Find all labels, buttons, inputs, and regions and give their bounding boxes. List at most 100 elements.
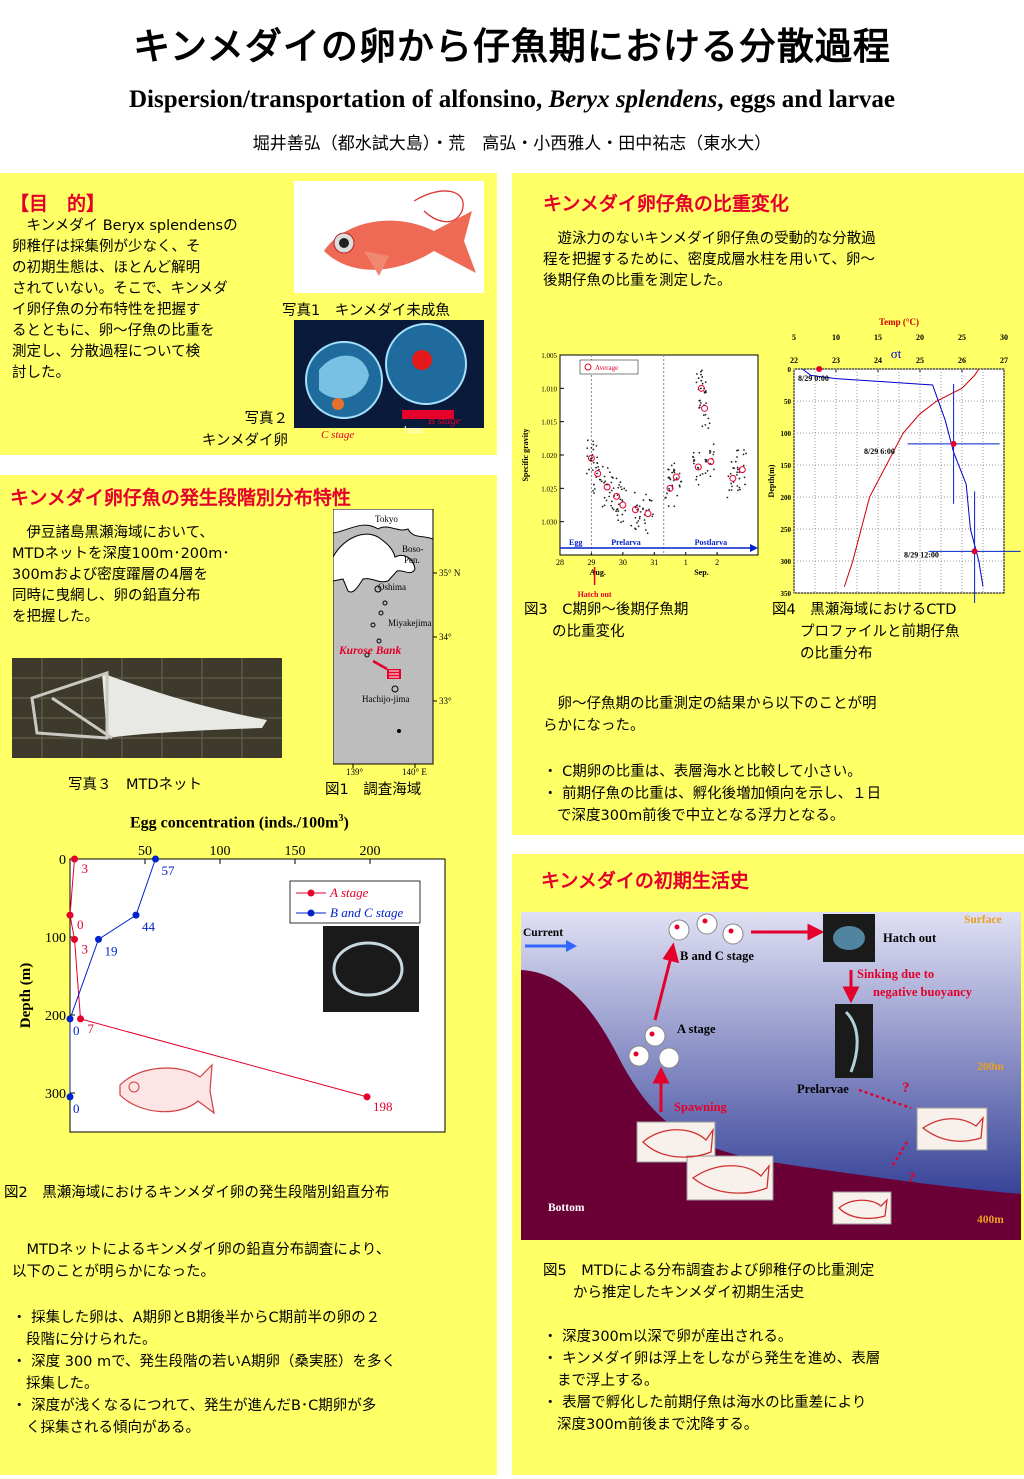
sample-dot xyxy=(695,478,698,481)
distribution-finding: ・ 深度が浅くなるにつれて、発生が進んだB･C期卵が多く採集される傾向がある。 xyxy=(12,1395,482,1439)
authors: 堀井善弘（都水試大島）・荒 高弘・小西雅人・田中祐志（東水大） xyxy=(252,134,772,154)
temp-tick-label: 20 xyxy=(916,333,924,342)
sample-dot xyxy=(634,516,637,519)
purpose-text: キンメダイ Beryx splendensの 卵稚仔は採集例が少なく、そ の初期… xyxy=(12,216,274,384)
gravity-panel: キンメダイ卵仔魚の比重変化 遊泳力のないキンメダイ卵仔魚の受動的な分散過 程を把… xyxy=(512,173,1024,835)
purpose-line: 討した。 xyxy=(12,365,70,381)
b-stage-label: B stage xyxy=(428,415,461,427)
sample-dot xyxy=(621,499,624,501)
sample-dot xyxy=(636,508,639,511)
sample-dot xyxy=(623,487,626,490)
sample-dot xyxy=(730,489,733,491)
time-annotation: 8/29 12:00 xyxy=(904,550,939,559)
sigma-tick-label: 25 xyxy=(916,356,924,365)
sample-dot xyxy=(593,488,596,490)
sample-dot xyxy=(635,528,637,531)
sample-dot xyxy=(704,413,707,416)
sample-dot xyxy=(644,522,646,525)
sample-dot xyxy=(693,459,695,462)
sample-dot xyxy=(604,480,607,483)
month-label: Sep. xyxy=(694,568,708,577)
sample-dot xyxy=(700,379,703,382)
sample-dot xyxy=(630,524,633,527)
sample-dot xyxy=(590,446,593,449)
sample-dot xyxy=(678,484,681,487)
label-400m: 400m xyxy=(977,1214,1004,1226)
sample-dot xyxy=(699,404,701,407)
sample-dot xyxy=(699,474,702,477)
sample-dot xyxy=(739,488,741,491)
sample-dot xyxy=(701,472,704,475)
distribution-finding: ・ 深度 300 mで、発生段階の若いA期卵（桑実胚）を多く採集した。 xyxy=(12,1351,482,1395)
sample-dot xyxy=(744,483,746,486)
distribution-finding-line: ・ 深度 300 mで、発生段階の若いA期卵（桑実胚）を多く xyxy=(12,1354,396,1370)
map-caption: 図1 調査海域 xyxy=(325,782,422,798)
map-label-hachijo: Hachijo-jima xyxy=(362,694,410,704)
sample-dot xyxy=(702,414,705,417)
life-history-finding-line: ・ 表層で孵化した前期仔魚は海水の比重差により xyxy=(543,1395,867,1411)
sample-dot xyxy=(730,461,733,463)
life-history-heading: キンメダイの初期生活史 xyxy=(541,870,749,892)
legend-label: A stage xyxy=(329,885,369,900)
sample-dot xyxy=(603,496,606,499)
distribution-line: 同時に曳網し、卵の鉛直分布 xyxy=(12,588,201,604)
stage-label: Egg xyxy=(569,538,582,547)
sample-dot xyxy=(597,465,600,468)
sample-dot xyxy=(612,487,615,490)
sample-dot xyxy=(592,489,594,492)
temp-tick-label: 5 xyxy=(792,333,796,342)
y-tick-label: 300 xyxy=(45,1087,66,1102)
sample-dot xyxy=(673,471,676,474)
temp-tick-label: 30 xyxy=(1000,333,1008,342)
sample-dot xyxy=(673,505,676,508)
sigma-tick-label: 27 xyxy=(1000,356,1008,365)
sample-dot xyxy=(709,449,711,452)
y-axis-title: Depth(m) xyxy=(767,464,776,497)
label-sinking: Sinking due to negative buoyancy xyxy=(857,965,972,1001)
life-history-findings: ・ 深度300m以深で卵が産出される。 ・ キンメダイ卵は浮上をしながら発生を進… xyxy=(543,1326,1013,1436)
sample-dot xyxy=(637,525,640,528)
page-title: キンメダイの卵から仔魚期における分散過程 xyxy=(133,25,891,68)
current-arrow xyxy=(525,940,577,952)
gravity-results: 卵～仔魚期の比重測定の結果から以下のことが明 らかになった。 xyxy=(543,693,1013,737)
sample-dot xyxy=(668,487,670,490)
sample-dot xyxy=(707,427,710,430)
sample-dot xyxy=(615,477,618,480)
sample-dot xyxy=(610,481,613,484)
sample-dot xyxy=(697,377,700,379)
english-title-pre: Dispersion/transportation of alfonsino, xyxy=(128,86,549,113)
label-current: Current xyxy=(523,927,564,939)
y-axis-title: Specific gravity xyxy=(521,428,530,481)
survey-map xyxy=(333,509,437,768)
sample-dot xyxy=(704,460,707,463)
sample-dot xyxy=(648,508,650,511)
sample-dot xyxy=(611,476,613,479)
x-tick-label: 28 xyxy=(556,558,564,567)
sample-dot xyxy=(586,447,589,449)
sample-dot xyxy=(704,389,707,392)
distribution-line: を把握した。 xyxy=(12,609,99,625)
x-tick-label: 1 xyxy=(684,558,688,567)
purpose-line: の初期生態は、ほとんど解明 xyxy=(12,260,201,276)
x-tick-label: 200 xyxy=(360,844,381,859)
sample-dot xyxy=(705,402,707,405)
sample-dot xyxy=(704,391,707,394)
juvenile-fish-photo xyxy=(294,181,484,293)
fig2-x-title: Egg concentration (inds./100m3) xyxy=(130,813,349,832)
stage-label: Prelarva xyxy=(611,538,641,547)
sample-dot xyxy=(600,480,603,483)
sample-dot xyxy=(736,466,739,469)
data-label: 57 xyxy=(162,863,176,878)
sample-dot xyxy=(586,455,589,458)
egg-inset-egg xyxy=(332,941,404,997)
mtd-net-photo xyxy=(12,658,282,758)
larva-point xyxy=(950,440,957,447)
map-label-kurose-bank: Kurose Bank xyxy=(339,645,402,657)
average-point xyxy=(729,474,737,482)
photo2-caption-line: キンメダイ卵 xyxy=(201,433,288,449)
map-label-lon140: 140° E xyxy=(402,767,427,777)
data-label: 19 xyxy=(105,943,118,958)
